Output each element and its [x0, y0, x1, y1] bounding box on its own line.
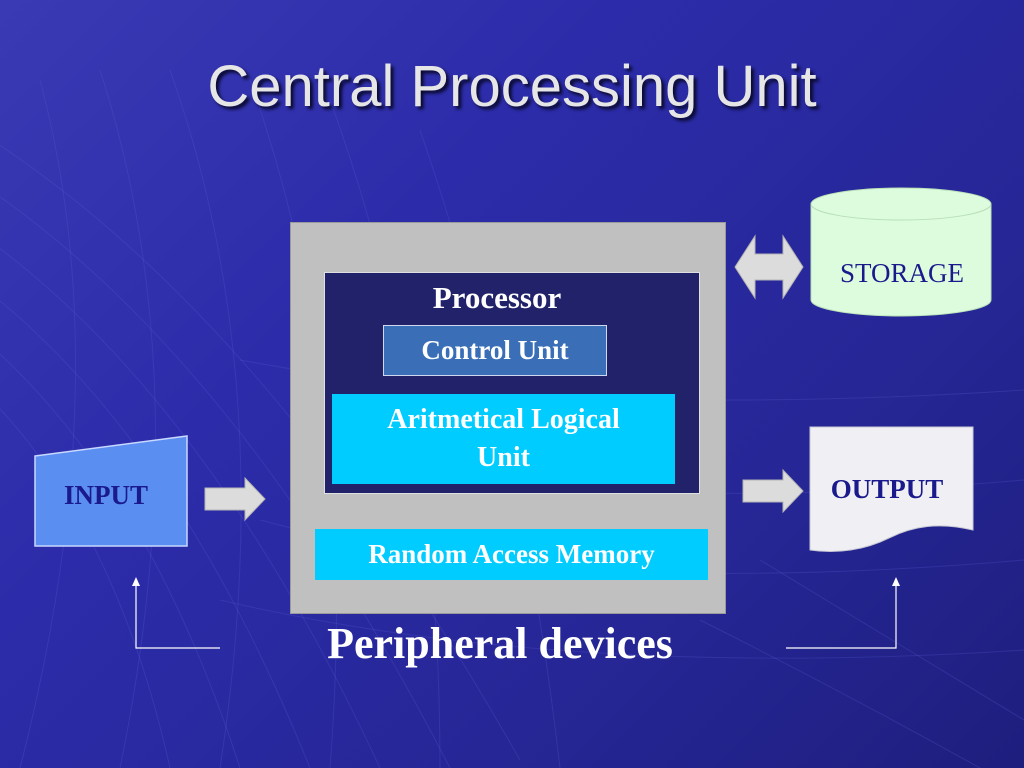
alu-label-line2: Unit [477, 442, 530, 473]
output-label: OUTPUT [830, 474, 944, 504]
output-connector-line [786, 577, 900, 649]
input-to-cpu-arrow [204, 476, 266, 522]
cpu-to-output-arrow [742, 468, 804, 514]
control-unit-box: Control Unit [383, 325, 607, 376]
input-shape [34, 435, 188, 547]
storage-label: STORAGE [839, 258, 965, 288]
output-shape [809, 426, 974, 552]
slide-title: Central Processing Unit [207, 54, 817, 119]
storage-shape [810, 187, 992, 317]
input-connector-line [132, 577, 220, 649]
input-label: INPUT [63, 480, 148, 510]
ram-box: Random Access Memory [315, 529, 708, 580]
cpu-storage-double-arrow [734, 234, 804, 300]
peripheral-devices-label: Peripheral devices [327, 619, 673, 668]
ram-label: Random Access Memory [368, 539, 655, 569]
alu-box: Aritmetical Logical Unit [332, 394, 675, 484]
processor-label: Processor [432, 280, 562, 315]
control-unit-label: Control Unit [421, 335, 569, 365]
alu-label-line1: Aritmetical Logical [387, 404, 620, 436]
